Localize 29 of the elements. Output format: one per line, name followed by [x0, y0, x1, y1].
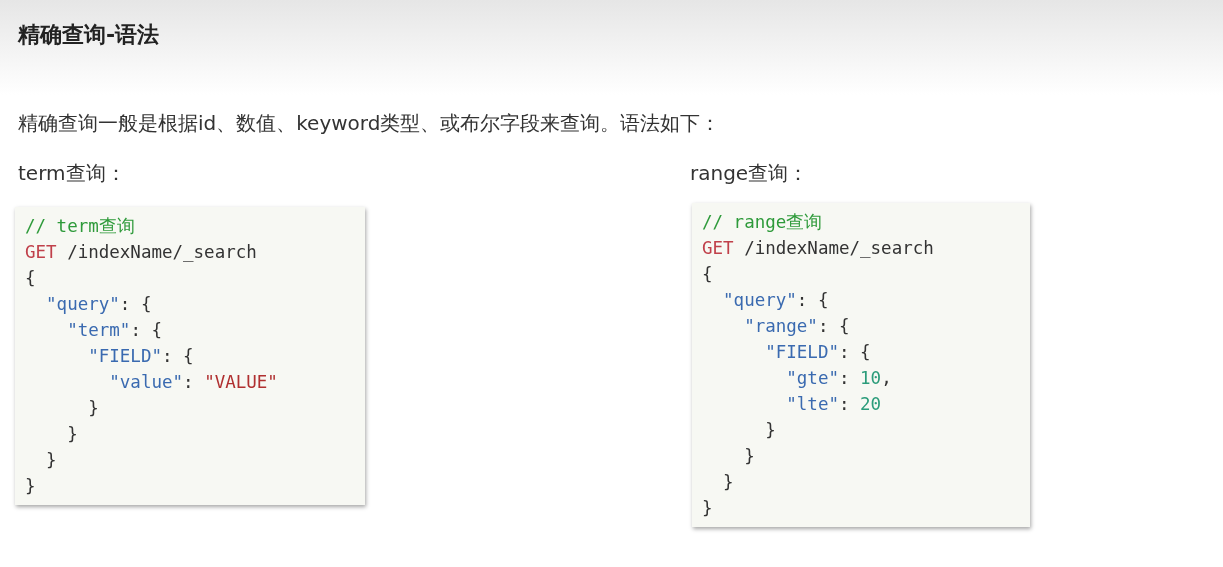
slide-title: 精确查询-语法: [18, 21, 160, 49]
code-line: }: [764, 419, 776, 442]
code-comment: // term查询: [25, 215, 135, 238]
code-line: {: [702, 263, 713, 286]
code-line: "gte": 10,: [785, 367, 892, 390]
code-block: [692, 203, 1030, 527]
code-line: }: [722, 471, 734, 494]
code-line: "FIELD": {: [87, 345, 194, 368]
code-line: }: [66, 423, 78, 446]
code-line: GET /indexName/_search: [702, 237, 934, 260]
code-line: {: [25, 267, 36, 290]
code-line: "FIELD": {: [764, 341, 871, 364]
code-line: "lte": 20: [785, 393, 882, 416]
code-line: }: [45, 449, 57, 472]
code-line: "range": {: [743, 315, 850, 338]
code-comment: // range查询: [702, 211, 823, 234]
code-block: [15, 207, 365, 505]
code-line: "query": {: [45, 293, 152, 316]
code-line: "term": {: [66, 319, 162, 342]
code-line: }: [702, 497, 713, 520]
section-heading: range查询：: [690, 160, 809, 187]
section-heading: term查询：: [18, 160, 126, 187]
code-line: }: [87, 397, 99, 420]
code-line: "query": {: [722, 289, 829, 312]
code-line: }: [25, 475, 36, 498]
code-line: GET /indexName/_search: [25, 241, 257, 264]
description-text: 精确查询一般是根据id、数值、keyword类型、或布尔字段来查询。语法如下：: [18, 110, 721, 137]
code-line: }: [743, 445, 755, 468]
code-line: "value": "VALUE": [108, 371, 278, 394]
